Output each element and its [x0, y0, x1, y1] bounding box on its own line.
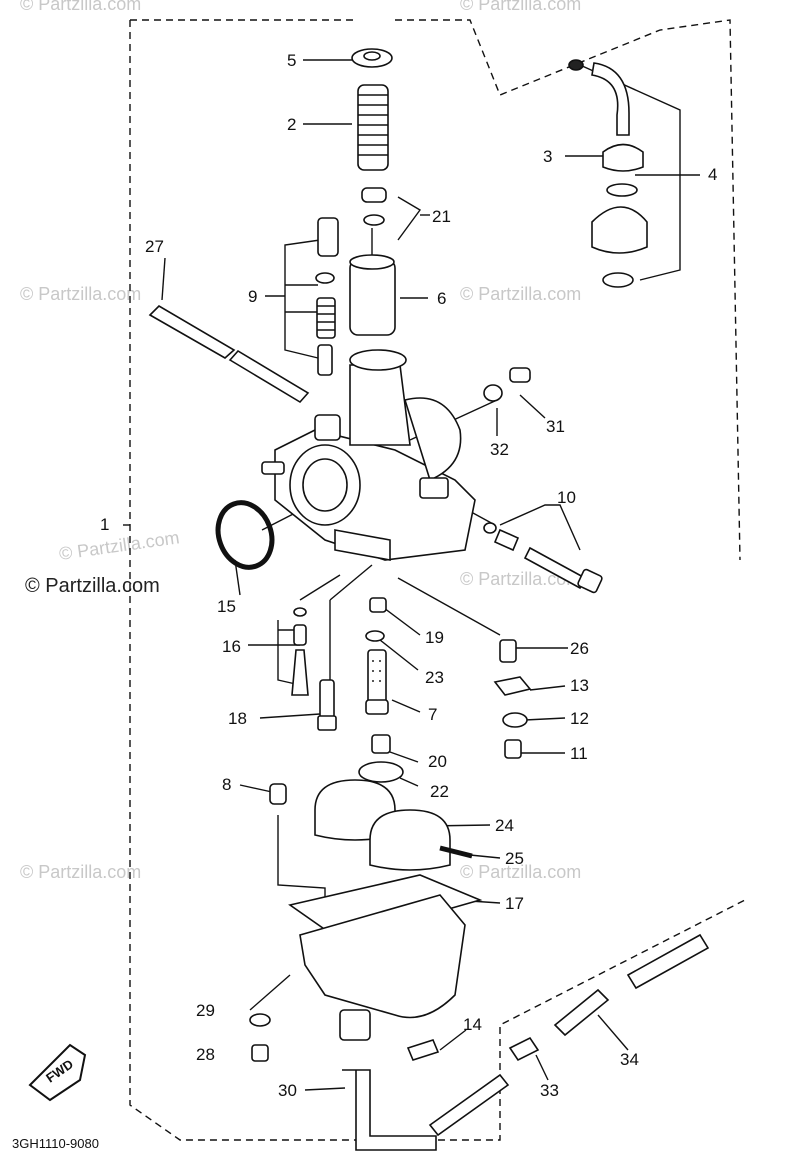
- callout-20: 20: [428, 752, 447, 771]
- part-float: [314, 779, 451, 871]
- callout-28: 28: [196, 1045, 215, 1064]
- part-needle-jet: [365, 649, 389, 715]
- part-screw: [406, 1039, 440, 1061]
- watermark: © Partzilla.com: [20, 862, 141, 882]
- part-jet: [371, 734, 391, 754]
- watermark: © Partzilla.com: [58, 527, 181, 564]
- part-throttle-spring: [357, 84, 389, 171]
- callout-8: 8: [222, 775, 231, 794]
- callout-4: 4: [708, 165, 717, 184]
- callout-14: 14: [463, 1015, 482, 1034]
- callout-15: 15: [217, 597, 236, 616]
- callout-22: 22: [430, 782, 449, 801]
- callout-9: 9: [248, 287, 257, 306]
- watermark: © Partzilla.com: [20, 284, 141, 304]
- part-drain-hose: [342, 1069, 437, 1151]
- carburetor-parts: [148, 48, 710, 1151]
- callout-29: 29: [196, 1001, 215, 1020]
- callout-32: 32: [490, 440, 509, 459]
- callout-25: 25: [505, 849, 524, 868]
- part-starter-plunger: [315, 217, 339, 376]
- watermark: © Partzilla.com: [25, 575, 160, 597]
- callout-12: 12: [570, 709, 589, 728]
- diagram-code: 3GH1110-9080: [12, 1136, 99, 1151]
- callout-26: 26: [570, 639, 589, 658]
- part-air-vent-hose: [148, 304, 310, 404]
- callout-labels: 5 2 3 4 21 27 9 6 31 32 10 1 15 19 16 26…: [100, 51, 717, 1100]
- callout-23: 23: [425, 668, 444, 687]
- watermark: © Partzilla.com: [20, 0, 141, 14]
- callout-17: 17: [505, 894, 524, 913]
- part-throttle-stop-screw: [499, 639, 517, 663]
- part-pilot-jet: [369, 597, 387, 613]
- watermark: © Partzilla.com: [460, 569, 581, 589]
- watermark: © Partzilla.com: [460, 284, 581, 304]
- callout-21: 21: [432, 207, 451, 226]
- part-main-jet: [319, 679, 335, 719]
- part-carburetor-body: [261, 349, 476, 561]
- callout-19: 19: [425, 628, 444, 647]
- watermark: © Partzilla.com: [460, 0, 581, 14]
- part-washer: [249, 1013, 271, 1027]
- part-fitting: [508, 1036, 540, 1062]
- callout-2: 2: [287, 115, 296, 134]
- part-drain-screw: [251, 1044, 269, 1062]
- callout-31: 31: [546, 417, 565, 436]
- part-starter-assembly: [568, 59, 648, 288]
- callout-34: 34: [620, 1050, 639, 1069]
- callout-24: 24: [495, 816, 514, 835]
- part-screw: [269, 783, 287, 805]
- part-screw: [504, 739, 522, 759]
- callout-6: 6: [437, 289, 446, 308]
- callout-16: 16: [222, 637, 241, 656]
- fwd-arrow-icon: FWD: [28, 1043, 87, 1102]
- callout-18: 18: [228, 709, 247, 728]
- part-fuel-hose: [553, 933, 710, 1037]
- callout-1: 1: [100, 515, 109, 534]
- callout-3: 3: [543, 147, 552, 166]
- part-plate: [493, 676, 532, 696]
- callout-30: 30: [278, 1081, 297, 1100]
- part-valve-seat: [358, 761, 404, 783]
- callout-7: 7: [428, 705, 437, 724]
- part-pilot-screw-set: [483, 522, 603, 594]
- callout-33: 33: [540, 1081, 559, 1100]
- callout-13: 13: [570, 676, 589, 695]
- callout-5: 5: [287, 51, 296, 70]
- part-needle-set: [291, 607, 309, 696]
- callout-10: 10: [557, 488, 576, 507]
- part-float-pin: [439, 845, 473, 859]
- callout-27: 27: [145, 237, 164, 256]
- part-screw: [509, 367, 531, 383]
- part-o-ring: [215, 500, 275, 570]
- part-float-bowl: [299, 894, 466, 1041]
- callout-11: 11: [570, 744, 588, 763]
- part-clip: [361, 187, 387, 203]
- watermark: © Partzilla.com: [460, 862, 581, 882]
- part-throttle-valve: [349, 254, 396, 336]
